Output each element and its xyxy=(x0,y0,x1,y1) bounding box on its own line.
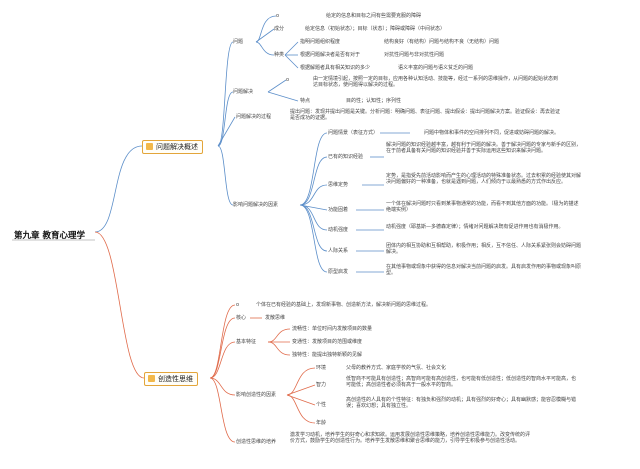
node-process-text[interactable]: 提出问题：发现并提出问题是关键。分析问题：明确问题、表征问题、提出假设：提出问题… xyxy=(290,109,561,121)
bullet-icon: o xyxy=(286,77,290,83)
bullet-icon: o xyxy=(236,302,240,308)
branch2-connectors xyxy=(94,231,316,443)
node-process[interactable]: 问题解决的过程 xyxy=(236,114,272,120)
feature-item[interactable]: 独特性：能提出独特新颖的见解 xyxy=(292,352,363,358)
node-type3b[interactable]: 语义丰富的问题与语义贫乏的问题 xyxy=(398,65,474,71)
node-solving-def[interactable]: 由一定情境引起，按照一定的目标，应用各种认知活动、技能等，经过一系列的思维操作，… xyxy=(313,76,559,88)
note-icon xyxy=(148,375,155,382)
node-types[interactable]: 种类 xyxy=(274,52,285,58)
factor-text[interactable]: 定势，是指受先前活动影响而产生的心理活动的特殊准备状态。过去积累的经验使其对解决… xyxy=(386,173,582,185)
influence-text[interactable]: 低智商不可能具有创造性；高智商可能有高创造性，也可能有低创造性；低创造性的智商水… xyxy=(346,376,577,388)
node-type3[interactable]: 根据解题者具有相关知识的多少 xyxy=(300,65,371,71)
factor-name[interactable]: 原型启发 xyxy=(328,269,349,275)
bullet-icon: o xyxy=(276,13,280,19)
topic-label: 问题解决概述 xyxy=(156,143,198,151)
factor-text[interactable]: 问题中物体和事件的空间排列不同，促进或妨碍问题的解决。 xyxy=(424,130,560,136)
node-solving-features-text[interactable]: 目的性；认知性；序列性 xyxy=(346,98,402,104)
node-influences[interactable]: 影响创造性的因素 xyxy=(236,392,277,398)
root-topic[interactable]: 第九章 教育心理学 xyxy=(14,231,85,241)
factor-name[interactable]: 问题情景（表征方式） xyxy=(328,130,379,136)
factor-name[interactable]: 功能固着 xyxy=(328,207,349,213)
factor-text[interactable]: 解决问题的知识经验越丰富，越有利于问题的解决。善于解决问题的专家与新手的区别，在… xyxy=(386,142,582,154)
node-factors[interactable]: 影响问题解决的因素 xyxy=(233,202,279,208)
node-problem-def[interactable]: 给定的信息和目标之间有些需要克服的障碍 xyxy=(326,13,422,19)
node-features[interactable]: 基本特征 xyxy=(236,339,257,345)
factor-name[interactable]: 已有的知识经验 xyxy=(328,154,364,160)
node-type1[interactable]: 指明问题组织程度 xyxy=(300,39,341,45)
influence-text[interactable]: 父母的教养方式、家庭学校的气氛、社会文化 xyxy=(346,365,447,371)
node-type2[interactable]: 根据问题解决者是否有对于 xyxy=(300,52,361,58)
influence-name[interactable]: 环境 xyxy=(316,365,327,371)
node-type2b[interactable]: 对抗性问题与非对抗性问题 xyxy=(384,52,445,58)
influence-name[interactable]: 个性 xyxy=(316,402,327,408)
node-cultivation[interactable]: 创造性思维的培养 xyxy=(236,439,277,445)
node-solving-features[interactable]: 特点 xyxy=(300,98,311,104)
factor-text[interactable]: 一个体在解决问题时只看到某事物通常的功能，而看不到其他方面的功能。（极为的描述绝… xyxy=(386,201,579,213)
factor-text[interactable]: 动机强度（耶基斯—多德森定律）；情绪对问题解决既有促进作用也有消极作用。 xyxy=(386,224,564,230)
node-components-text[interactable]: 给定信息（初始状态）；目标（状态）；障碍或障碍（中间状态） xyxy=(305,26,446,32)
topic-problem-solving-overview[interactable]: 问题解决概述 xyxy=(142,140,203,154)
influence-name[interactable]: 智力 xyxy=(316,382,327,388)
node-creative-def[interactable]: 个体在已有经验的基础上，发现新事物、创造新方法，解决新问题的思维过程。 xyxy=(256,302,432,308)
topic-creative-thinking[interactable]: 创造性思维 xyxy=(144,372,198,386)
branch1-connectors xyxy=(94,15,410,273)
node-cultivation-text[interactable]: 激发学习动机，培养学生的好奇心和求知欲。运用发展创造性思维策略，培养创造性思维能… xyxy=(290,432,531,444)
node-core-text[interactable]: 发散思维 xyxy=(265,315,286,321)
node-core[interactable]: 核心 xyxy=(236,315,247,321)
factor-name[interactable]: 动机强度 xyxy=(328,227,349,233)
node-type1b[interactable]: 结构良好（有结构）问题与结构不良（无结构）问题 xyxy=(384,39,500,45)
node-problem[interactable]: 问题 xyxy=(233,39,244,45)
factor-text[interactable]: 团体内的相互协助和互相帮助，积极作用；相反，互不信任、人际关系紧张则会妨碍问题解… xyxy=(386,243,582,255)
feature-item[interactable]: 流畅性：单位时间内发散项目的数量 xyxy=(292,326,373,332)
factor-name[interactable]: 人际关系 xyxy=(328,248,349,254)
node-solving[interactable]: 问题解决 xyxy=(233,89,254,95)
influence-name[interactable]: 年龄 xyxy=(316,420,327,426)
node-components[interactable]: 成分 xyxy=(274,26,285,32)
influence-text[interactable]: 高创造性的人具有的个性特征：有独负和强烈的动机；具有强烈的好奇心；具有幽默感；能… xyxy=(346,397,577,409)
feature-item[interactable]: 变通性：发散项目的范围或维度 xyxy=(292,339,363,345)
note-icon xyxy=(146,143,153,150)
factor-name[interactable]: 思维定势 xyxy=(328,182,349,188)
topic-label: 创造性思维 xyxy=(158,375,193,383)
factor-text[interactable]: 在其他事物或现象中获得的信息对解决当前问题的启发。具有启发作用的事物或现象叫原型… xyxy=(386,264,582,276)
